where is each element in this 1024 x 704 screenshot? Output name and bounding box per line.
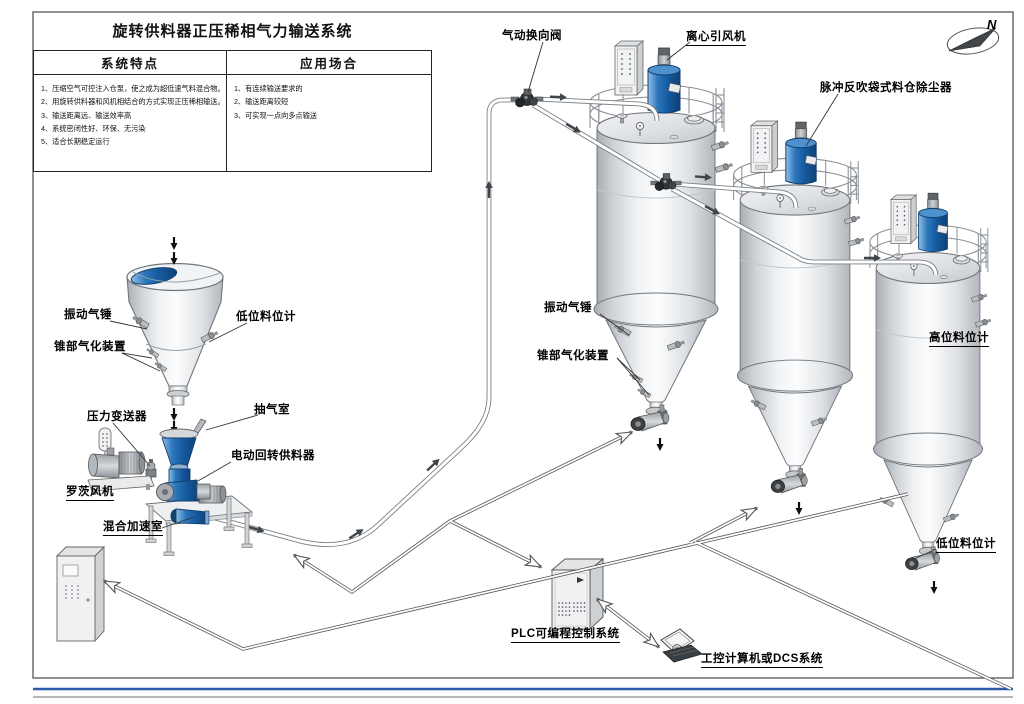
page-title: 旋转供料器正压稀相气力输送系统 <box>112 23 353 40</box>
conveying-pipes <box>207 96 939 547</box>
local-panel-icon <box>890 194 917 245</box>
label-industrial-computer: 工控计算机或DCS系统 <box>701 650 823 668</box>
label-low-level-right: 低位料位计 <box>936 535 996 553</box>
plc-cabinet <box>550 558 605 631</box>
features-header: 系统特点 <box>34 51 227 74</box>
spec-table-header: 系统特点 应用场合 <box>34 51 431 75</box>
features-list: 1、压缩空气可控注入仓泵，使之成为超低速气料混合物。 2、用旋转供料器和风机相结合… <box>34 82 226 149</box>
feature-item: 5、适合长期稳定运行 <box>41 137 110 147</box>
feature-item: 2、用旋转供料器和风机相结合的方式实现正压稀相输送。 <box>41 97 225 107</box>
label-pressure-transmitter: 压力变送器 <box>87 411 147 423</box>
label-cone-aeration-left: 锥部气化装置 <box>54 341 126 353</box>
application-item: 2、输送距离较短 <box>233 97 289 107</box>
label-low-level-left: 低位料位计 <box>236 311 296 323</box>
label-pneumatic-valve: 气动换向阀 <box>502 30 562 42</box>
silo-2 <box>734 120 865 515</box>
label-vibration-hammer-mid: 振动气锤 <box>544 302 592 314</box>
applications-header: 应用场合 <box>299 57 358 71</box>
features-cell: 1、压缩空气可控注入仓泵，使之成为超低速气料混合物。 2、用旋转供料器和风机相结合… <box>34 75 227 171</box>
rotary-feeder-assembly <box>144 418 254 556</box>
applications-list: 1、有连续输送要求的 2、输送距离较短 3、可实现一点向多点输送 <box>227 82 431 122</box>
drawing-frame <box>32 11 1014 679</box>
label-pulse-dust-collector: 脉冲反吹袋式料仓除尘器 <box>820 82 952 94</box>
label-plc-system: PLC可编程控制系统 <box>511 625 620 643</box>
roots-blower <box>87 427 155 495</box>
label-rotary-feeder: 电动回转供料器 <box>231 450 315 462</box>
feature-item: 3、输送距离远、输送效率高 <box>41 110 132 120</box>
feed-hopper <box>126 262 224 406</box>
label-vibration-hammer-left: 振动气锤 <box>64 309 112 321</box>
label-mixing-chamber: 混合加速室 <box>103 518 163 536</box>
hopper-opening <box>130 267 178 285</box>
dust-collector-icon <box>785 121 818 185</box>
spec-table: 系统特点 应用场合 1、压缩空气可控注入仓泵，使之成为超低速气料混合物。 2、用旋… <box>33 50 432 172</box>
local-panel-icon <box>614 40 644 96</box>
laptop-icon <box>660 628 703 663</box>
label-centrifugal-fan: 离心引风机 <box>686 28 746 46</box>
label-roots-blower: 罗茨风机 <box>66 483 114 501</box>
local-panel-icon <box>750 120 779 173</box>
application-item: 3、可实现一点向多点输送 <box>233 110 317 120</box>
label-high-level: 高位料位计 <box>929 329 989 347</box>
pendant-control <box>98 427 112 452</box>
label-extraction-chamber: 抽气室 <box>254 404 290 416</box>
applications-cell: 1、有连续输送要求的 2、输送距离较短 3、可实现一点向多点输送 <box>227 75 431 171</box>
silo-3 <box>870 192 992 594</box>
feature-item: 1、压缩空气可控注入仓泵，使之成为超低速气料混合物。 <box>41 84 225 93</box>
field-cabinet <box>55 545 106 643</box>
dust-collector-icon <box>647 47 682 114</box>
leader-lines <box>109 41 937 561</box>
spec-table-body: 1、压缩空气可控注入仓泵，使之成为超低速气料混合物。 2、用旋转供料器和风机相结合… <box>34 75 431 171</box>
diverter-valve-1 <box>510 88 544 108</box>
label-cone-aeration-mid: 锥部气化装置 <box>537 350 609 362</box>
dust-collector-icon <box>918 192 949 253</box>
signal-lines <box>101 426 1012 691</box>
compass-north-label: N <box>987 17 997 32</box>
compass-icon <box>946 27 1000 55</box>
application-item: 1、有连续输送要求的 <box>233 84 303 93</box>
feature-item: 4、系统密闭性好、环保、无污染 <box>41 123 146 133</box>
